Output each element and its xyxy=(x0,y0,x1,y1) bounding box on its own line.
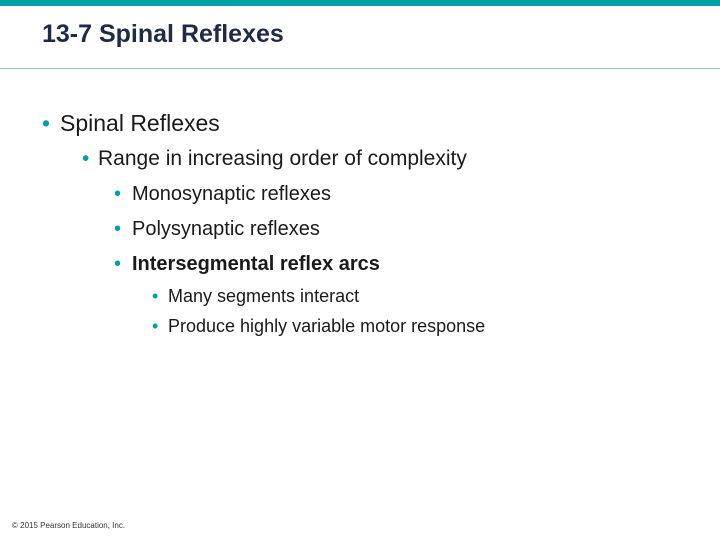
bullet-dot-icon: • xyxy=(114,218,122,240)
bullet-dot-icon: • xyxy=(42,110,51,136)
bullet-text: Many segments interact xyxy=(168,286,360,306)
bullet-dot-icon: • xyxy=(114,253,122,275)
bullet-dot-icon: • xyxy=(114,183,122,205)
bullet-dot-icon: • xyxy=(152,316,159,336)
bullet-text: Produce highly variable motor response xyxy=(168,316,486,336)
bullet-text: Monosynaptic reflexes xyxy=(132,183,331,205)
bullet-text: Range in increasing order of complexity xyxy=(98,147,467,170)
copyright-footer: © 2015 Pearson Education, Inc. xyxy=(12,521,126,530)
bullet-text: Intersegmental reflex arcs xyxy=(132,253,380,275)
bullet-dot-icon: • xyxy=(152,286,159,306)
top-accent-bar xyxy=(0,0,720,6)
title-divider xyxy=(0,68,720,69)
bullet-text: Polysynaptic reflexes xyxy=(132,218,320,240)
bullet-dot-icon: • xyxy=(82,147,90,170)
slide-title: 13-7 Spinal Reflexes xyxy=(42,20,284,48)
bullet-text: Spinal Reflexes xyxy=(60,110,220,136)
